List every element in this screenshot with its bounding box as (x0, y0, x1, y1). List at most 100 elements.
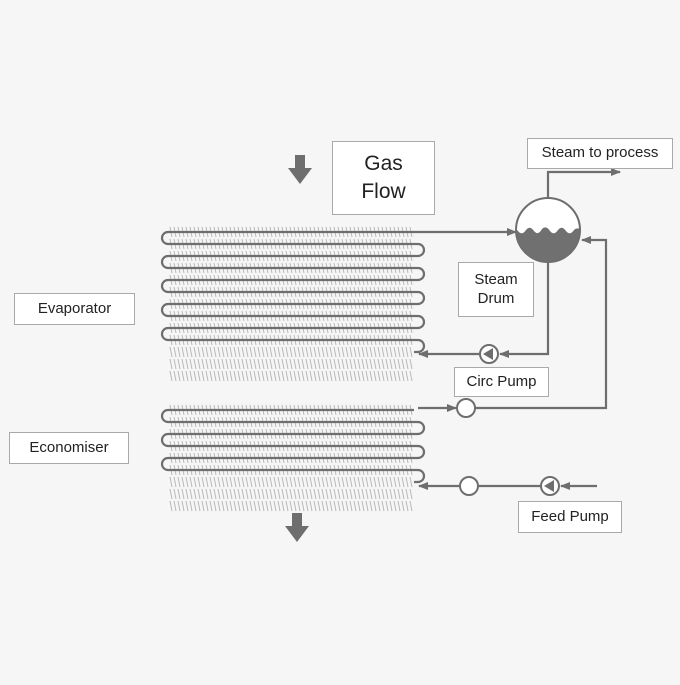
tube-fin (177, 500, 181, 512)
tube-fin (353, 370, 357, 382)
tube-fin (189, 346, 193, 358)
tube-fin (369, 500, 373, 512)
tube-fin (185, 476, 189, 488)
tube-fin (409, 346, 413, 358)
economiser-label: Economiser (9, 432, 129, 464)
tube-fin (285, 476, 289, 488)
tube-fin (377, 346, 381, 358)
tube-fin (285, 346, 289, 358)
tube-fin (397, 476, 401, 488)
tube-fin (245, 488, 249, 500)
tube-fin (281, 500, 285, 512)
tube-fin (237, 488, 241, 500)
tube-fin (201, 488, 205, 500)
tube-fin (377, 500, 381, 512)
tube-fin (269, 370, 273, 382)
tube-fin (405, 346, 409, 358)
tube-fin (397, 500, 401, 512)
tube-fin (389, 500, 393, 512)
tube-fin (221, 370, 225, 382)
tube-fin (221, 476, 225, 488)
tube-fin (337, 500, 341, 512)
tube-fin (305, 500, 309, 512)
tube-fin (289, 488, 293, 500)
tube-fin (361, 500, 365, 512)
tube-fin (237, 358, 241, 370)
tube-fin (325, 370, 329, 382)
tube-fin (309, 476, 313, 488)
steam-outlet-pipe (546, 168, 621, 198)
tube-fin (201, 370, 205, 382)
tube-fin (257, 476, 261, 488)
tube-fin (205, 346, 209, 358)
tube-fin (217, 370, 221, 382)
tube-fin (257, 370, 261, 382)
tube-fin (389, 358, 393, 370)
tube-fin (273, 346, 277, 358)
tube-fin (305, 358, 309, 370)
tube-fin (217, 488, 221, 500)
tube-fin (289, 500, 293, 512)
tube-fin (265, 370, 269, 382)
tube-fin (353, 358, 357, 370)
tube-fin (329, 500, 333, 512)
tube-fin (361, 476, 365, 488)
feed-valve-icon (459, 476, 479, 496)
tube-fin (213, 370, 217, 382)
tube-fin (173, 346, 177, 358)
tube-fin (177, 488, 181, 500)
tube-fin (185, 488, 189, 500)
tube-fin (317, 500, 321, 512)
tube-fin (373, 488, 377, 500)
tube-fin (409, 488, 413, 500)
tube-fin (237, 370, 241, 382)
tube-fin (317, 476, 321, 488)
tube-fin (321, 358, 325, 370)
tube-fin (233, 370, 237, 382)
tube-fin (193, 370, 197, 382)
tube-fin (385, 476, 389, 488)
tube-fin (193, 476, 197, 488)
tube-fin (169, 358, 173, 370)
tube-fin (361, 488, 365, 500)
tube-fin (201, 346, 205, 358)
tube-fin (337, 476, 341, 488)
tube-fin (225, 346, 229, 358)
tube-fin (349, 358, 353, 370)
tube-fin (189, 358, 193, 370)
tube-fin (225, 488, 229, 500)
tube-fin (369, 346, 373, 358)
tube-fin (189, 370, 193, 382)
tube-fin (213, 476, 217, 488)
tube-fin (301, 488, 305, 500)
tube-fin (257, 500, 261, 512)
tube-fin (281, 476, 285, 488)
tube-fin (405, 488, 409, 500)
tube-fin (277, 358, 281, 370)
gas-flow-label-line1: Gas (364, 151, 403, 175)
tube-fin (381, 500, 385, 512)
tube-fin (289, 370, 293, 382)
tube-fin (345, 488, 349, 500)
tube-fin (345, 370, 349, 382)
tube-fin (285, 500, 289, 512)
tube-fin (225, 476, 229, 488)
tube-fin (297, 476, 301, 488)
tube-fin (201, 358, 205, 370)
circ-pump-label: Circ Pump (454, 367, 549, 397)
tube-fin (305, 346, 309, 358)
tube-fin (253, 488, 257, 500)
tube-fin (377, 358, 381, 370)
tube-fin (289, 358, 293, 370)
tube-fin (301, 476, 305, 488)
tube-fin (233, 500, 237, 512)
gas-flow-arrow-bottom-icon (285, 513, 309, 542)
tube-fin (365, 346, 369, 358)
tube-fin (181, 358, 185, 370)
tube-fin (321, 488, 325, 500)
tube-fin (181, 500, 185, 512)
tube-fin (233, 358, 237, 370)
tube-fin (173, 358, 177, 370)
